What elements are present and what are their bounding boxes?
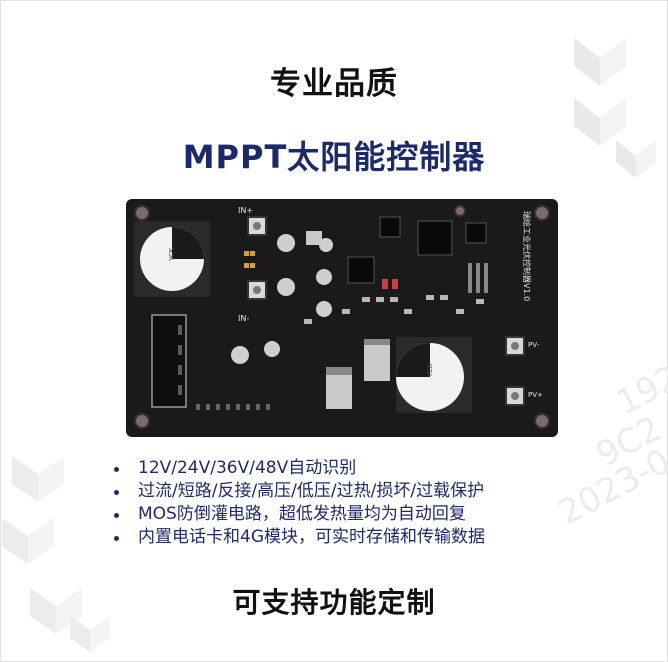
feature-list: 12V/24V/36V/48V自动识别 过流/短路/反接/高压/低压/过热/损坏… [112, 457, 485, 549]
feature-text: 过流/短路/反接/高压/低压/过热/损坏/过载保护 [138, 481, 485, 501]
silk-label-in-minus: IN- [238, 314, 249, 323]
bullet-icon [114, 536, 119, 541]
silk-label-board-name: 瑞绘工业光伏控制器V1.0 [522, 211, 532, 301]
feature-text: MOS防倒灌电路，超低发热量均为自动回复 [138, 504, 466, 524]
chevron-decoration-top-right [560, 28, 660, 198]
feature-item: 过流/短路/反接/高压/低压/过热/损坏/过载保护 [112, 480, 485, 503]
bullet-icon [114, 490, 119, 495]
page-title: 专业品质 [270, 66, 398, 102]
silk-label-pv-minus: PV- [528, 341, 540, 349]
cap-marking-right: YCK [426, 363, 434, 378]
cap-marking-left: YCK [168, 247, 176, 262]
footer-title: 可支持功能定制 [232, 586, 436, 619]
feature-item: 内置电话卡和4G模块，可实时存储和传输数据 [112, 526, 485, 549]
silk-label-pv-plus: PV+ [528, 391, 543, 399]
feature-item: MOS防倒灌电路，超低发热量均为自动回复 [112, 503, 485, 526]
pcb-board-image: YCK YCK [126, 199, 558, 437]
product-title: MPPT太阳能控制器 [182, 138, 486, 176]
bullet-icon [114, 467, 119, 472]
feature-text: 内置电话卡和4G模块，可实时存储和传输数据 [138, 527, 485, 547]
feature-item: 12V/24V/36V/48V自动识别 [112, 457, 485, 480]
silk-label-in-plus: IN+ [238, 206, 253, 215]
feature-text: 12V/24V/36V/48V自动识别 [138, 458, 357, 478]
bullet-icon [114, 513, 119, 518]
chevron-decoration-bottom-left [0, 448, 120, 662]
